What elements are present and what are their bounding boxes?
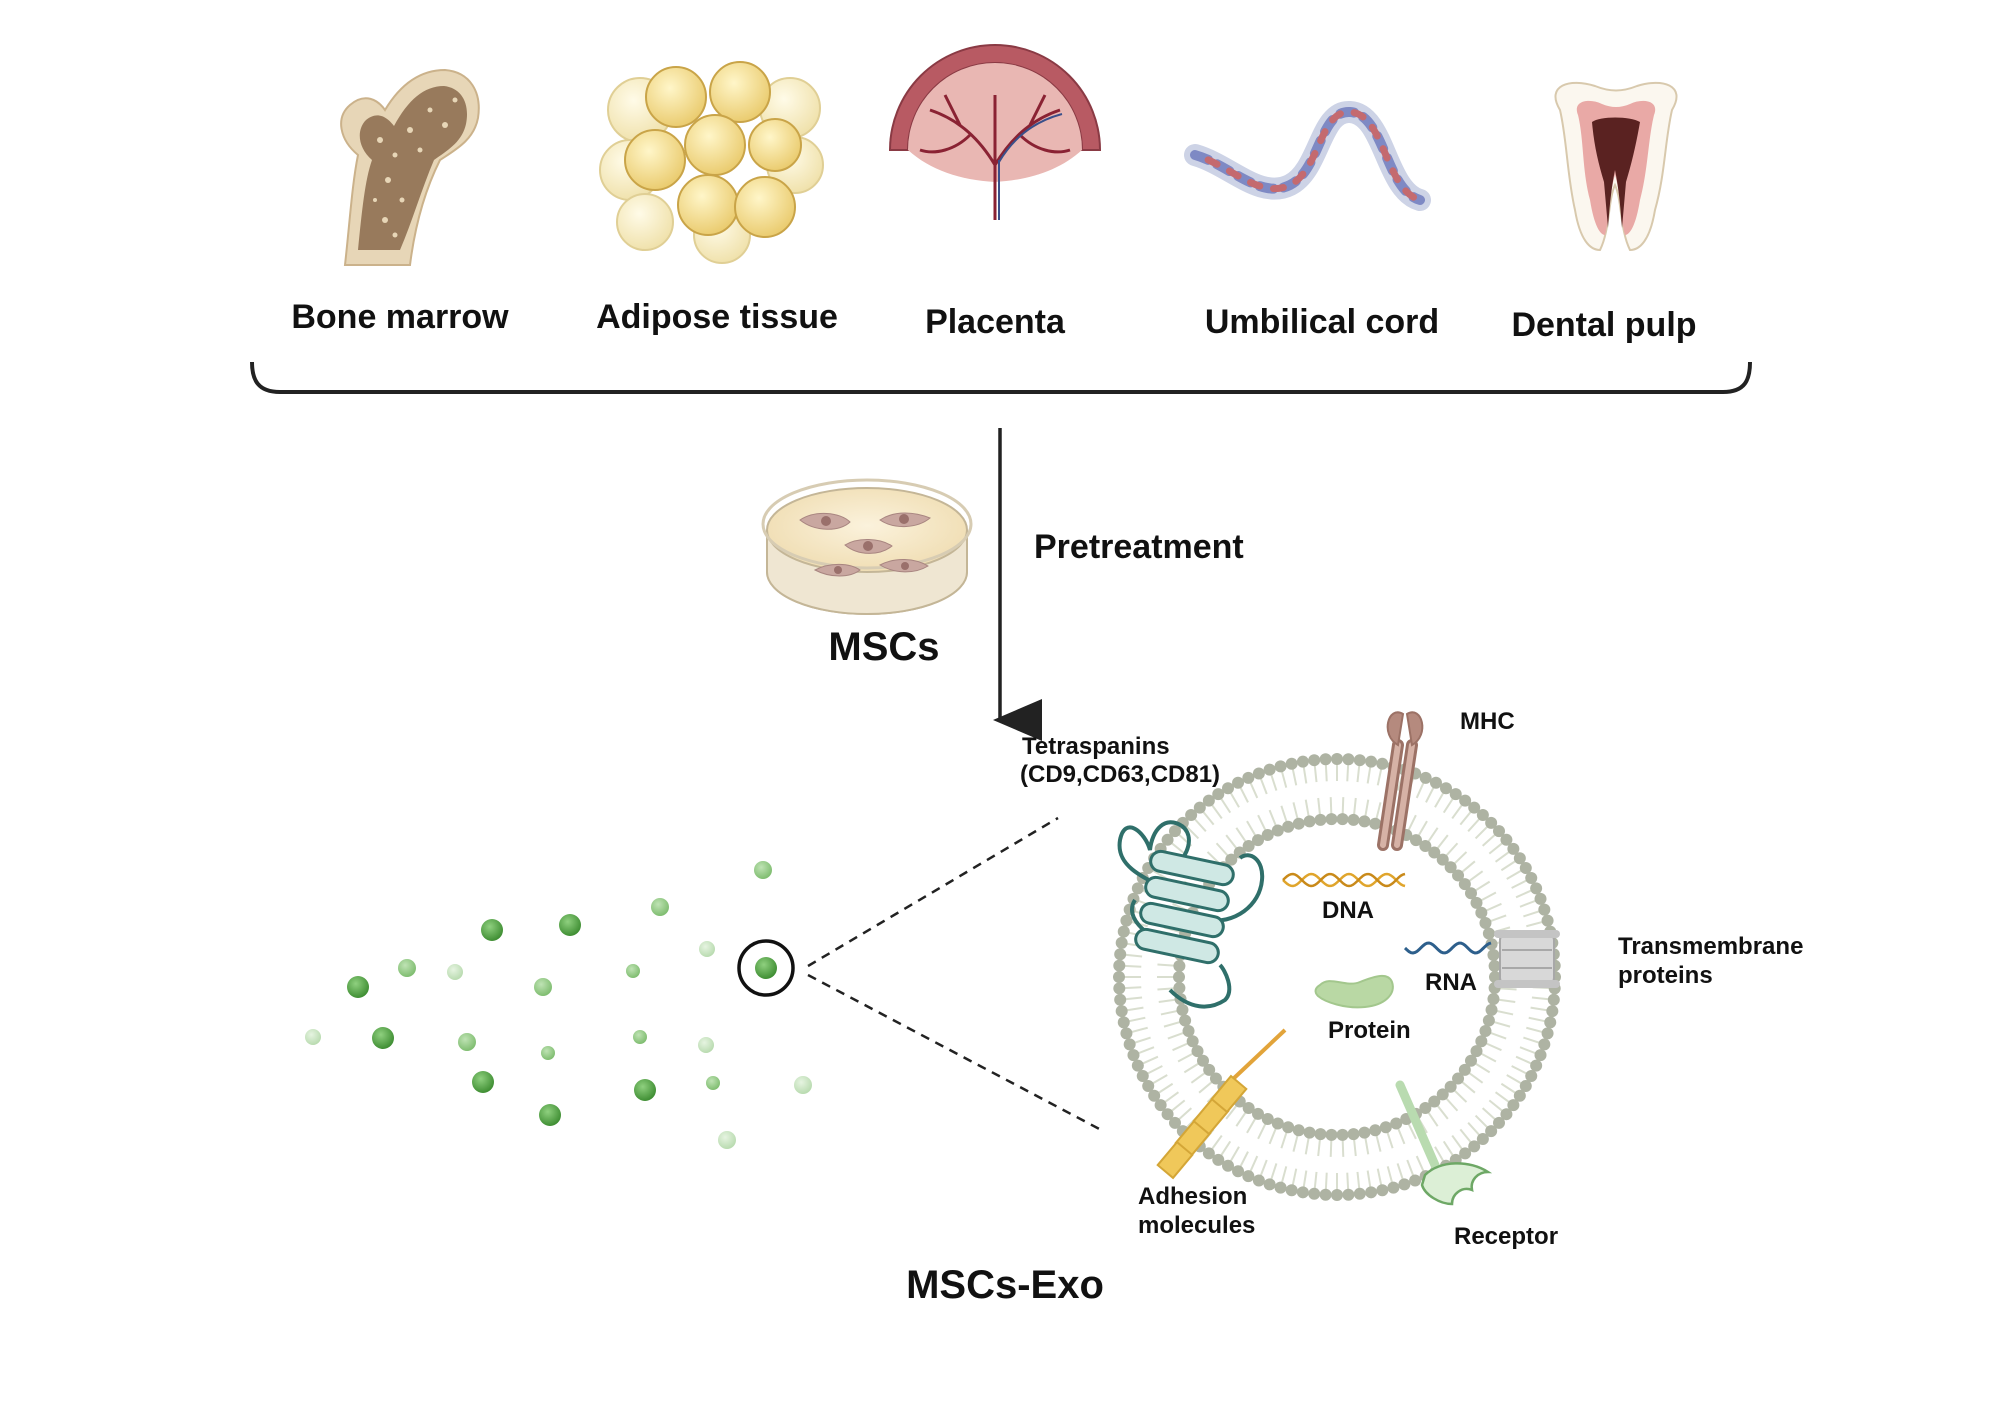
- source-label-adipose-tissue: Adipose tissue: [596, 298, 838, 336]
- dna-label: DNA: [1322, 897, 1374, 924]
- placenta-icon: [888, 44, 1102, 220]
- mhc-label: MHC: [1460, 708, 1515, 735]
- vesicle: [398, 959, 416, 977]
- rna-label: RNA: [1425, 969, 1477, 996]
- zoom-line-top: [807, 816, 1059, 968]
- pretreatment-label: Pretreatment: [1034, 528, 1244, 566]
- vesicle: [539, 1104, 561, 1126]
- grouping-brace: [250, 361, 1752, 394]
- vesicle: [699, 941, 715, 957]
- tetraspanin-protein: [1117, 820, 1265, 1009]
- source-label-umbilical-cord: Umbilical cord: [1205, 303, 1439, 341]
- vesicle-cluster: [305, 861, 812, 1149]
- vesicle: [472, 1071, 494, 1093]
- transmembrane-label-line2: proteins: [1618, 962, 1713, 989]
- adhesion-label-line1: Adhesion: [1138, 1183, 1247, 1210]
- vesicle: [634, 1079, 656, 1101]
- adhesion-molecule: [1156, 1028, 1287, 1180]
- tetraspanins-label: Tetraspanins: [1022, 733, 1170, 760]
- protein-blob: [1314, 975, 1394, 1009]
- vesicle: [447, 964, 463, 980]
- mhc-molecule: [1377, 711, 1424, 851]
- exosome-membrane: [1113, 753, 1561, 1201]
- vesicle: [481, 919, 503, 941]
- dna-strand: [1282, 872, 1406, 888]
- petri-dish-icon: [761, 478, 973, 615]
- source-label-bone-marrow: Bone marrow: [291, 298, 509, 336]
- adipose-tissue-icon: [599, 61, 824, 264]
- vesicle: [698, 1037, 714, 1053]
- transmembrane-label-line1: Transmembrane: [1618, 933, 1803, 960]
- tooth-icon: [1554, 81, 1678, 252]
- rna-strand: [1403, 941, 1492, 955]
- vesicle: [626, 964, 640, 978]
- vesicle: [305, 1029, 321, 1045]
- mscs-label: MSCs: [828, 625, 939, 669]
- vesicle: [372, 1027, 394, 1049]
- vesicle: [541, 1046, 555, 1060]
- transmembrane-protein: [1494, 930, 1560, 988]
- tetraspanins-sublabel: (CD9,CD63,CD81): [1020, 761, 1220, 788]
- vesicle: [706, 1076, 720, 1090]
- vesicle: [559, 914, 581, 936]
- vesicle: [458, 1033, 476, 1051]
- source-label-dental-pulp: Dental pulp: [1511, 306, 1696, 344]
- vesicle: [718, 1131, 736, 1149]
- receptor-label: Receptor: [1454, 1223, 1558, 1250]
- vesicle: [534, 978, 552, 996]
- vesicle: [794, 1076, 812, 1094]
- vesicle: [347, 976, 369, 998]
- adhesion-label-line2: molecules: [1138, 1212, 1255, 1239]
- umbilical-cord-icon: [1184, 101, 1431, 211]
- vesicle: [633, 1030, 647, 1044]
- vesicle: [651, 898, 669, 916]
- source-label-placenta: Placenta: [925, 303, 1066, 341]
- zoom-line-bottom: [807, 973, 1106, 1134]
- receptor-molecule: [1395, 1080, 1493, 1206]
- protein-label: Protein: [1328, 1017, 1411, 1044]
- mscs-exo-label: MSCs-Exo: [906, 1263, 1104, 1307]
- vesicle: [754, 861, 772, 879]
- bone-marrow-icon: [340, 68, 480, 266]
- highlighted-vesicle: [737, 939, 795, 997]
